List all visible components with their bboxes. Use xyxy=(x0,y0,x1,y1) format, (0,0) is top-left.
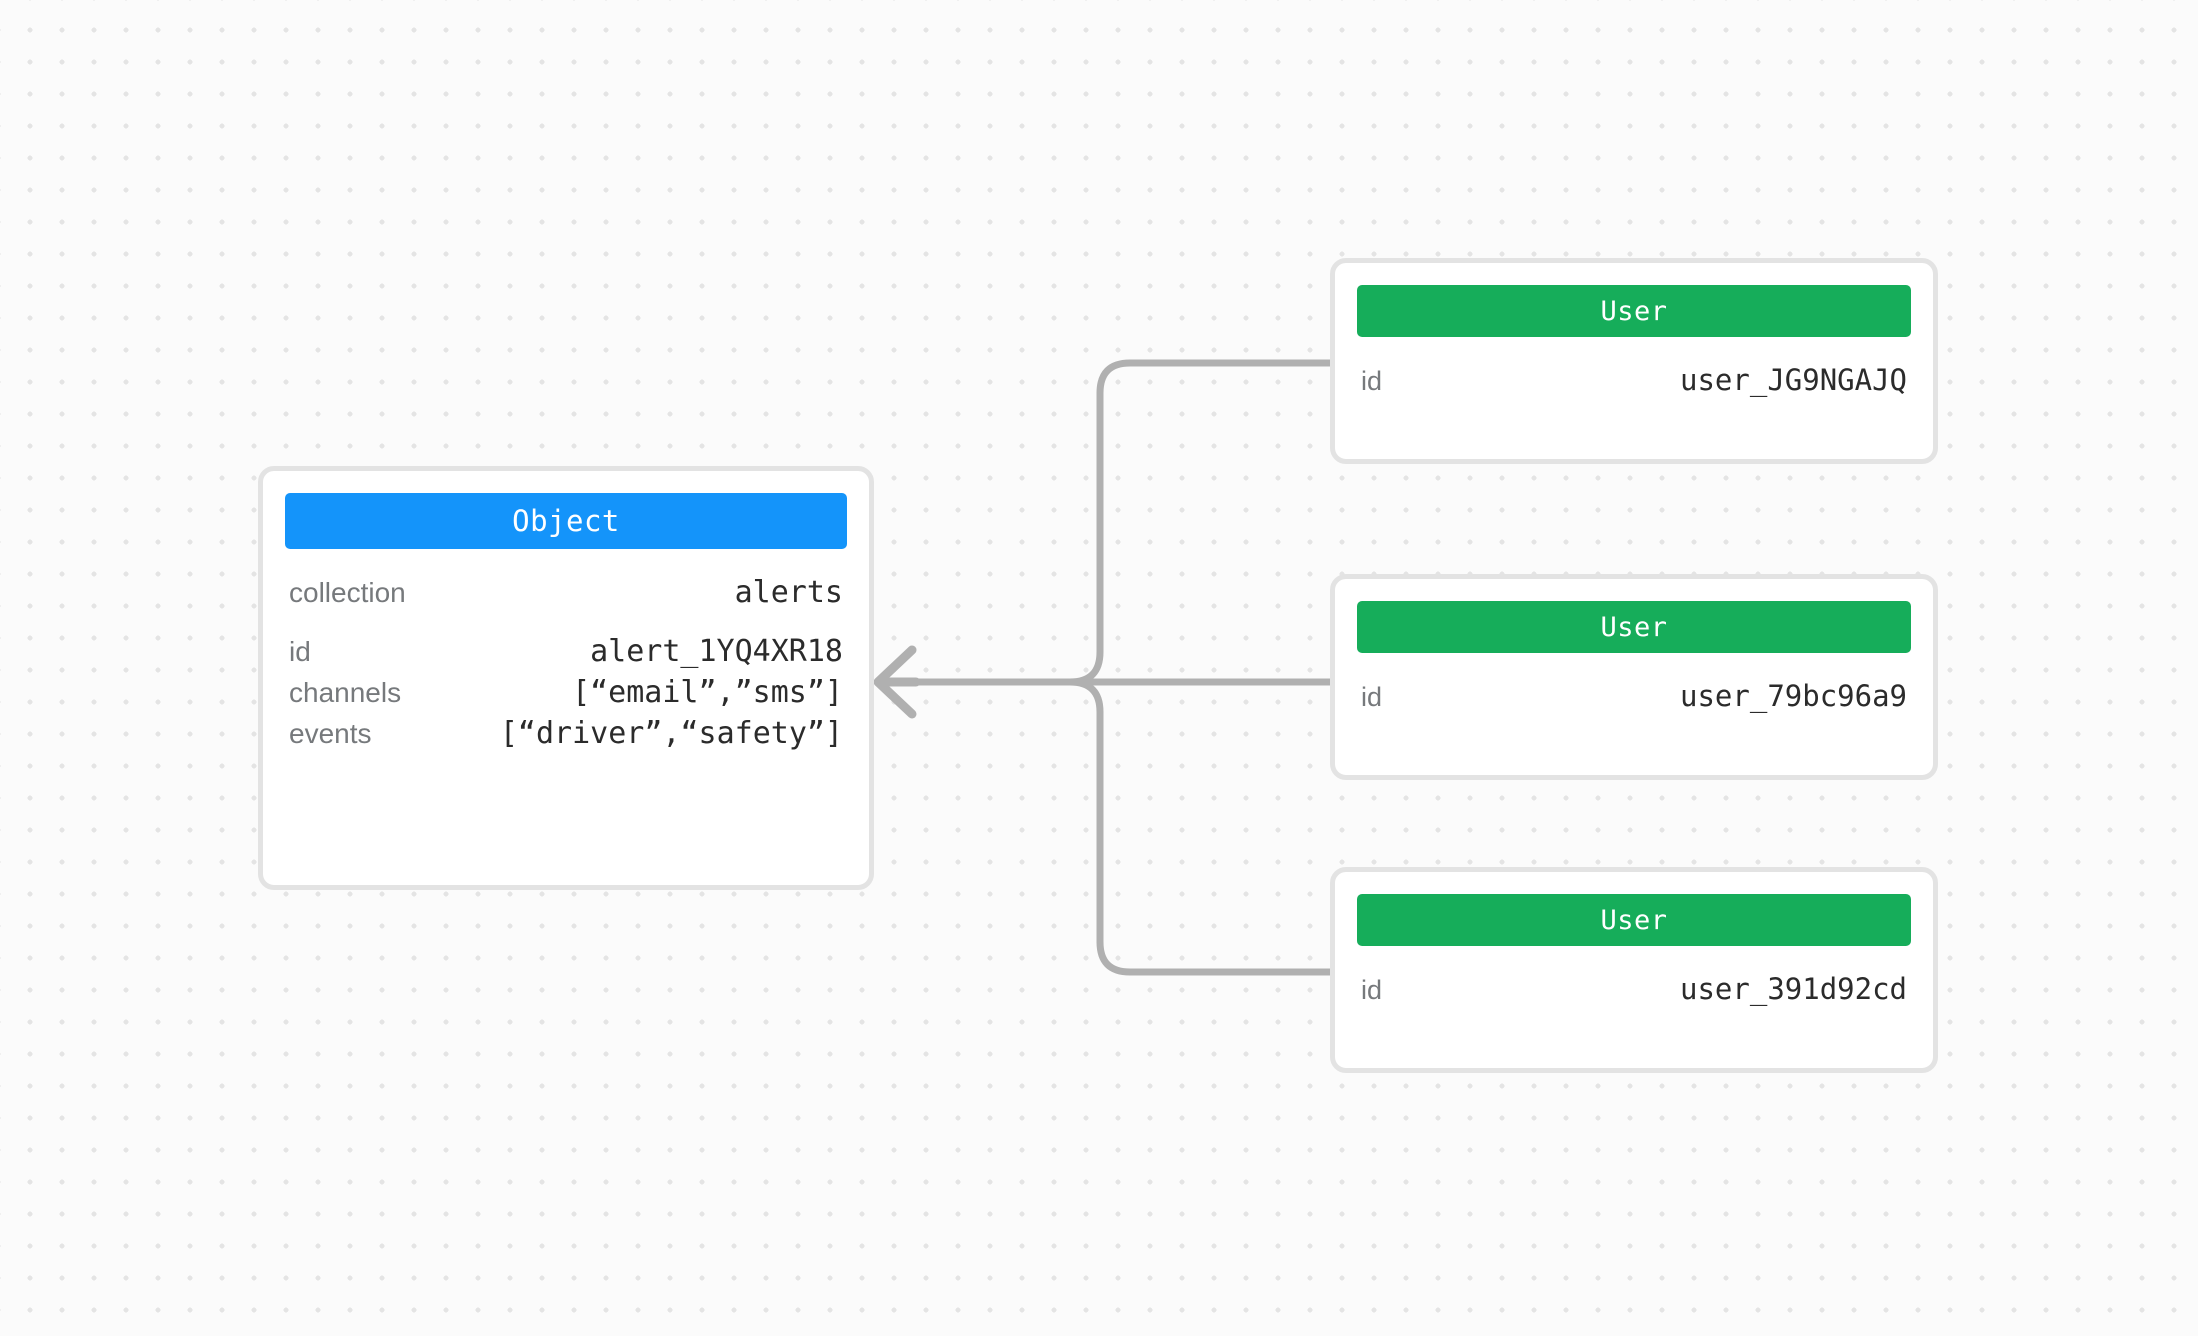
user-node-fields: id user_79bc96a9 xyxy=(1335,679,1933,713)
field-row-events: events [“driver”,“safety”] xyxy=(289,716,843,751)
field-value: [“email”,”sms”] xyxy=(572,675,843,710)
object-node-fields: collection alerts id alert_1YQ4XR18 chan… xyxy=(263,575,869,751)
field-label: events xyxy=(289,718,372,749)
user-node-type-badge: User xyxy=(1357,601,1911,653)
field-value: user_391d92cd xyxy=(1680,972,1907,1006)
object-node[interactable]: Object collection alerts id alert_1YQ4XR… xyxy=(258,466,874,890)
field-row-id: id user_JG9NGAJQ xyxy=(1361,363,1907,397)
user-node[interactable]: User id user_JG9NGAJQ xyxy=(1330,258,1938,464)
field-label: channels xyxy=(289,677,402,708)
object-node-type-badge: Object xyxy=(285,493,847,549)
user-node-fields: id user_JG9NGAJQ xyxy=(1335,363,1933,397)
field-row-id: id user_391d92cd xyxy=(1361,972,1907,1006)
field-row-channels: channels [“email”,”sms”] xyxy=(289,675,843,710)
field-row-collection: collection alerts xyxy=(289,575,843,610)
arrowhead-icon xyxy=(873,645,921,719)
user-node-fields: id user_391d92cd xyxy=(1335,972,1933,1006)
user-node-type-badge: User xyxy=(1357,285,1911,337)
field-row-id: id user_79bc96a9 xyxy=(1361,679,1907,713)
field-label: collection xyxy=(289,577,406,608)
field-value: [“driver”,“safety”] xyxy=(499,716,843,751)
connector-user-1 xyxy=(896,359,1334,686)
user-node-type-badge: User xyxy=(1357,894,1911,946)
field-row-id: id alert_1YQ4XR18 xyxy=(289,634,843,669)
user-node[interactable]: User id user_391d92cd xyxy=(1330,867,1938,1073)
user-node[interactable]: User id user_79bc96a9 xyxy=(1330,574,1938,780)
field-value: user_79bc96a9 xyxy=(1680,679,1907,713)
field-label: id xyxy=(1361,975,1383,1005)
field-label: id xyxy=(1361,682,1383,712)
field-value: user_JG9NGAJQ xyxy=(1680,363,1907,397)
field-group-separator xyxy=(289,610,843,634)
field-value: alerts xyxy=(734,575,843,610)
field-label: id xyxy=(1361,366,1383,396)
field-value: alert_1YQ4XR18 xyxy=(590,634,843,669)
connector-user-3 xyxy=(896,678,1334,976)
field-label: id xyxy=(289,636,311,667)
